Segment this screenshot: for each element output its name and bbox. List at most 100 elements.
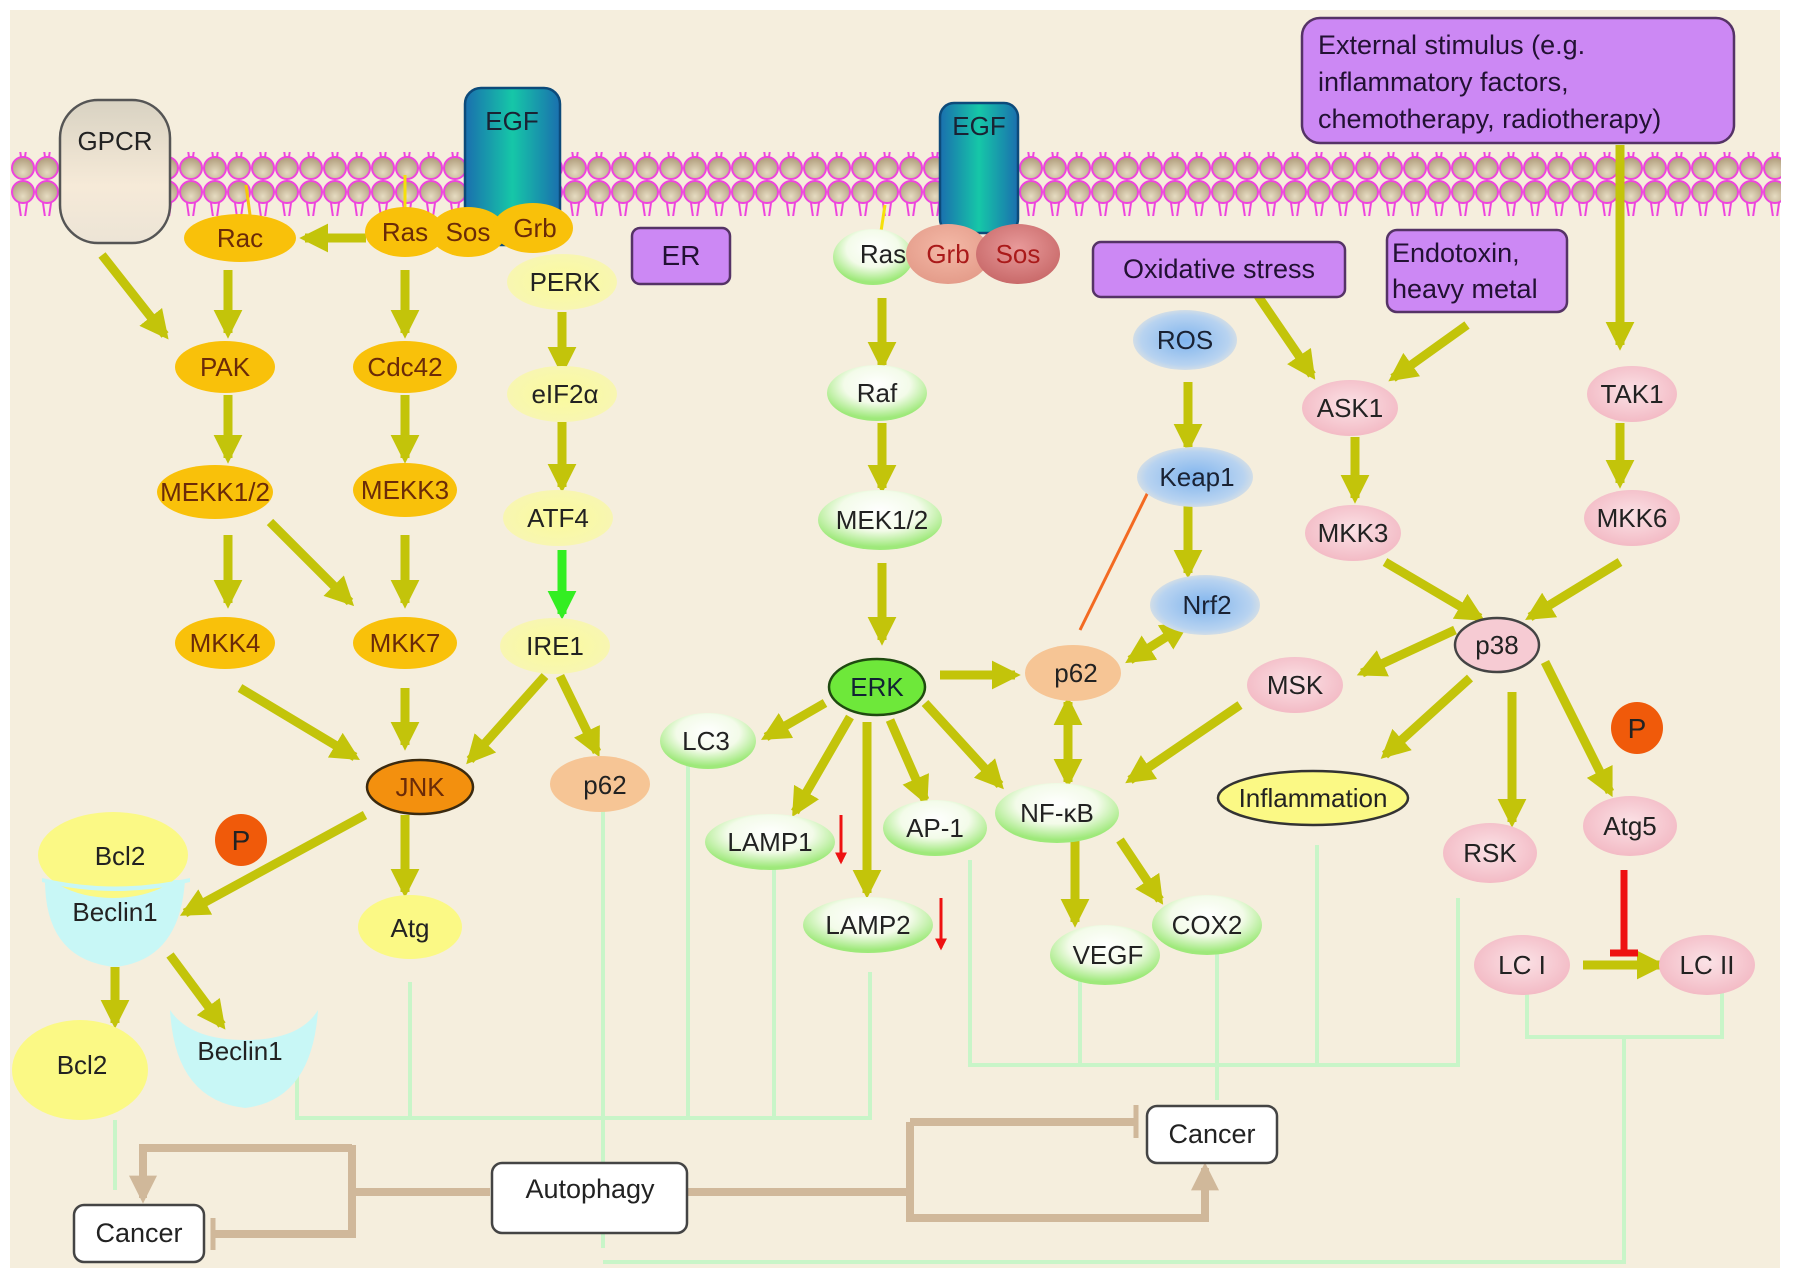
ras-right-label: Ras [860,239,906,269]
atf4-label: ATF4 [527,503,589,533]
atg-node: Atg [358,895,462,959]
nrf2-node [1150,575,1260,635]
mkk6-label: MKK6 [1597,503,1668,533]
mkk7-label: MKK7 [370,628,441,658]
ask1-node [1302,380,1398,436]
external-stimulus-line-2: inflammatory factors, [1318,67,1569,97]
sos-left-label: Sos [446,217,491,247]
oxidative-nodes [1133,310,1260,635]
lamp2-label: LAMP2 [825,910,910,940]
mkk3-p38-label: MKK3 [1318,518,1389,548]
phospho-p38: P [1611,702,1663,754]
nrf2-label: Nrf2 [1182,590,1231,620]
outcome-lines [129,1118,1219,1238]
arrow-p38-msk [1356,625,1457,678]
ros-label: ROS [1157,325,1213,355]
atg5-label: Atg5 [1603,811,1657,841]
mek12-node [818,490,942,550]
p38-node: p38 [1453,616,1541,674]
arrow-msk-nfkb [1125,701,1243,784]
grb-left-label: Grb [513,213,556,243]
arrow-erk-nfkb [921,699,1004,790]
gpcr-receptor: GPCR [58,98,172,245]
cell-membrane [11,152,1781,216]
mekk3-node [353,463,457,517]
sos-node-left [430,207,506,257]
arrow-gpcr-pak [98,252,169,340]
p62-node-er: p62 [550,756,650,812]
arrow-nfkb-cox2 [1116,837,1164,905]
vegf-label: VEGF [1073,940,1144,970]
arrow-oxidative-ask1 [1254,293,1316,380]
cdc42-node [353,341,457,393]
endotoxin-box: Endotoxin, heavy metal [1385,228,1569,314]
perk-node [507,254,617,310]
bcl2-beclin1-complex: Bcl2 Beclin1 [38,812,190,967]
lc1-label: LC I [1498,950,1546,980]
arrow-mekk12-mkk7 [266,518,355,607]
p38-pathway-nodes [1247,366,1755,995]
grb-right-label: Grb [926,239,969,269]
atf4-node [503,490,613,546]
endotoxin-label-2: heavy metal [1392,274,1538,304]
tak1-node [1587,366,1677,422]
ire1-node [500,618,610,674]
beclin1-free-label: Beclin1 [197,1036,282,1066]
inhibition-bars [210,1105,1139,1250]
lamp1-node [705,814,835,870]
vegf-node [1050,925,1160,985]
raf-node [827,365,927,421]
arrow-ire1-jnk [466,673,549,765]
bcl2-free: Bcl2 [12,1020,148,1120]
egf-receptor-right: EGF [938,101,1020,235]
erk-node: ERK [827,657,927,717]
cancer-right-label: Cancer [1168,1119,1255,1149]
mekk12-label: MEKK1/2 [160,477,270,507]
nfkb-label: NF-κB [1020,798,1094,828]
er-stress-nodes [500,254,617,674]
egf-left-label: EGF [485,106,538,136]
keap1-p62-interaction [1078,487,1152,631]
mkk4-node [175,617,275,669]
oxidative-stress-box: Oxidative stress [1091,240,1347,299]
arrow-jnk-beclin1 [179,811,368,917]
jnk-label: JNK [395,772,445,802]
activation-arrows [98,145,1666,1030]
sos-node-right: Sos [976,224,1060,284]
mkk4-label: MKK4 [190,628,261,658]
lc2-label: LC II [1680,950,1735,980]
phospho-jnk: P [215,814,267,866]
rac-label: Rac [217,223,263,253]
ask1-label: ASK1 [1317,393,1384,423]
keap1-node [1137,447,1253,507]
gpcr-label: GPCR [77,126,152,156]
bcl2-free-label: Bcl2 [57,1050,108,1080]
arrow-ire1-p62 [555,674,602,758]
external-stimulus-line-3: chemotherapy, radiotherapy) [1318,104,1661,134]
atg5-inhibition [1610,870,1638,957]
perk-label: PERK [530,267,601,297]
p38-label: p38 [1475,630,1518,660]
bcl2-bound-label: Bcl2 [95,841,146,871]
autophagy-label: Autophagy [525,1174,655,1204]
inflammation-label: Inflammation [1239,783,1388,813]
ire1-label: IRE1 [526,631,584,661]
lc2-node [1659,935,1755,995]
ras-node-right [833,229,913,285]
cdc42-label: Cdc42 [367,352,442,382]
autophagy-connectors [113,740,1724,1264]
egf-right-label: EGF [952,111,1005,141]
er-box: ER [630,226,732,286]
grb-node-right: Grb [906,224,990,284]
cancer-box-left: Cancer [72,1203,206,1264]
lamp2-node [803,897,933,953]
eif2a-node [507,366,617,422]
rac-node [184,214,296,262]
atg5-node [1583,796,1677,856]
lc3-node [660,713,756,769]
msk-node [1247,657,1343,713]
mek12-label: MEK1/2 [836,505,929,535]
arrow-erk-lc3 [761,699,828,741]
rsk-node [1443,823,1537,883]
